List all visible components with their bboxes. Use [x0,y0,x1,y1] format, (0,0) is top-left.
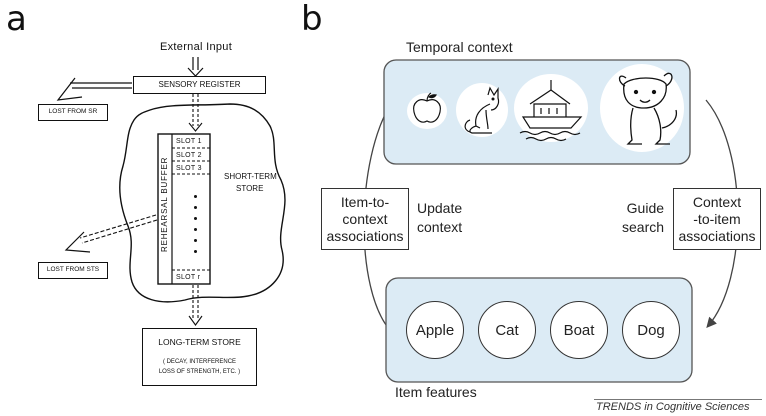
lts-note-line-1: ( DECAY, INTERFERENCE [162,359,237,365]
external-input-label: External Input [160,41,233,53]
slot-ellipsis-dot [194,217,197,220]
slot-ellipsis-dot [194,195,197,198]
item-boat: Boat [550,301,608,359]
context-to-item-line-1: Context [692,193,742,210]
credit-divider [594,399,762,400]
item-to-context-line-2: context [342,210,388,227]
boat-icon [519,80,583,142]
rehearsal-buffer-box [157,133,211,285]
sts-to-lts-arrow [188,285,203,326]
guide-search-line-1: Guide [626,200,665,216]
update-context-label: Update context [417,199,462,237]
cat-icon [464,86,500,134]
update-context-line-2: context [417,219,463,235]
short-term-store-line-2: STORE [236,184,264,193]
credit-text: TRENDS in Cognitive Sciences [596,401,750,413]
item-to-context-line-3: associations [326,227,404,244]
panel-a-letter: a [6,0,27,39]
slot-r-label: SLOT r [176,274,201,281]
lost-from-sts-box: LOST FROM STS [38,262,108,279]
dog-icon [618,72,678,145]
lost-from-sr-label: LOST FROM SR [48,108,98,115]
slot-3-label: SLOT 3 [176,165,202,172]
slot-ellipsis-dot [194,228,197,231]
temporal-context-label: Temporal context [406,39,513,55]
lost-from-sr-box: LOST FROM SR [38,104,108,121]
item-to-context-box: Item-to- context associations [321,188,409,250]
lost-from-sts-arrow [79,214,158,244]
slot-ellipsis-dot [194,239,197,242]
slot-ellipsis-dot [194,250,197,253]
lts-note-line-2: LOSS OF STRENGTH, ETC. ) [158,369,241,375]
guide-search-label: Guide search [622,199,664,237]
short-term-store-label: SHORT-TERM STORE [224,171,277,195]
long-term-store-label: LONG-TERM STORE [158,337,241,347]
context-to-item-line-3: associations [678,227,756,244]
context-to-item-line-2: -to-item [693,210,741,227]
slot-2-label: SLOT 2 [176,152,202,159]
sensory-register-label: SENSORY REGISTER [158,80,241,89]
item-dog: Dog [622,301,680,359]
item-to-context-line-1: Item-to- [340,193,390,210]
sr-to-buffer-arrow [188,94,203,132]
short-term-store-cloud [119,103,286,303]
panel-b-letter: b [301,0,323,39]
rehearsal-buffer-label: REHEARSAL BUFFER [160,156,169,252]
lost-from-sts-label: LOST FROM STS [46,266,100,273]
update-context-line-1: Update [417,200,463,216]
short-term-store-line-1: SHORT-TERM [224,172,277,181]
item-cat: Cat [478,301,536,359]
slot-ellipsis-dot [194,206,197,209]
context-to-item-box: Context -to-item associations [673,188,761,250]
item-apple: Apple [406,301,464,359]
item-features-panel [385,277,693,383]
external-input-arrow [187,57,204,77]
item-features-label: Item features [395,384,477,400]
panel-b-diagram [363,59,739,383]
panel-a-diagram [56,57,286,326]
apple-icon [413,92,441,123]
lost-from-sr-arrow [56,77,132,101]
guide-search-line-2: search [622,219,665,235]
sensory-register-box: SENSORY REGISTER [133,76,266,94]
long-term-store-box: LONG-TERM STORE ( DECAY, INTERFERENCE LO… [142,328,257,386]
slot-1-label: SLOT 1 [176,138,202,145]
